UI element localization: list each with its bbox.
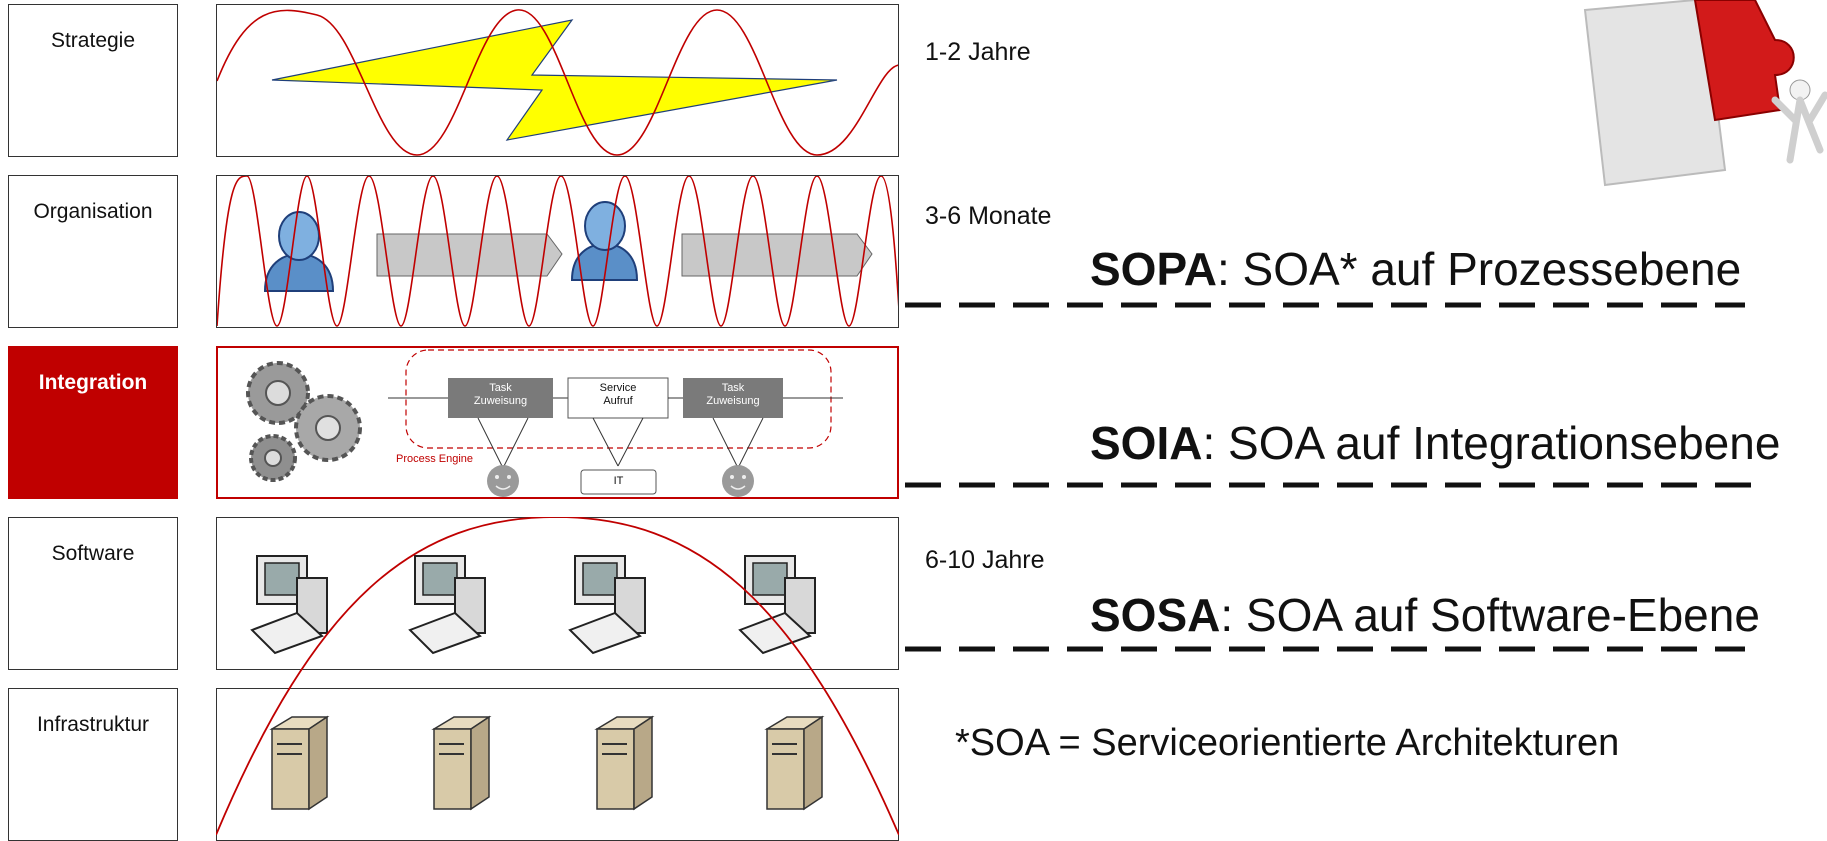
wave-organisation <box>217 176 898 327</box>
layer-label-organisation: Organisation <box>8 175 178 328</box>
panel-strategie <box>216 4 899 157</box>
smiley-icon-1 <box>487 465 519 497</box>
layer-label-infrastruktur: Infrastruktur <box>8 688 178 841</box>
panel-software <box>216 517 899 670</box>
panel-infrastruktur <box>216 688 899 841</box>
gears-icon <box>246 361 362 482</box>
separator-soia <box>905 482 1765 488</box>
layer-label-integration: Integration <box>8 346 178 499</box>
wave-software-arc <box>216 517 899 835</box>
process-arrow-2 <box>681 233 873 277</box>
separator-sosa <box>905 646 1745 652</box>
lightning-bolt-icon <box>271 19 838 141</box>
layer-label-software: Software <box>8 517 178 670</box>
server-icon <box>269 715 330 811</box>
computer-icon <box>250 555 328 655</box>
footnote: *SOA = Serviceorientierte Architekturen <box>955 722 1620 764</box>
soa-title-sopa: SOPA: SOA* auf Prozessebene <box>1090 243 1742 295</box>
it-label: IT <box>613 475 624 487</box>
time-label-strategie: 1-2 Jahre <box>925 38 1031 66</box>
process-engine-boundary <box>405 349 832 449</box>
layer-label-strategie: Strategie <box>8 4 178 157</box>
process-arrow-1 <box>376 233 563 277</box>
wave-strategie <box>217 9 898 156</box>
separator-sopa <box>905 302 1745 308</box>
it-box <box>580 469 657 495</box>
time-label-organisation: 3-6 Monate <box>925 202 1052 230</box>
service-box <box>567 377 669 419</box>
soa-title-soia: SOIA: SOA auf Integrationsebene <box>1090 417 1781 469</box>
process-engine-label: Process Engine <box>396 453 474 465</box>
panel-organisation <box>216 175 899 328</box>
time-label-software: 6-10 Jahre <box>925 546 1045 574</box>
smiley-icon-2 <box>722 465 754 497</box>
person-icon-1 <box>263 211 335 292</box>
soa-title-sosa: SOSA: SOA auf Software-Ebene <box>1090 589 1760 641</box>
task-box-1 <box>448 378 553 418</box>
person-icon-2 <box>570 201 639 281</box>
task-box-2 <box>683 378 783 418</box>
puzzle-figure-icon <box>1583 0 1827 187</box>
